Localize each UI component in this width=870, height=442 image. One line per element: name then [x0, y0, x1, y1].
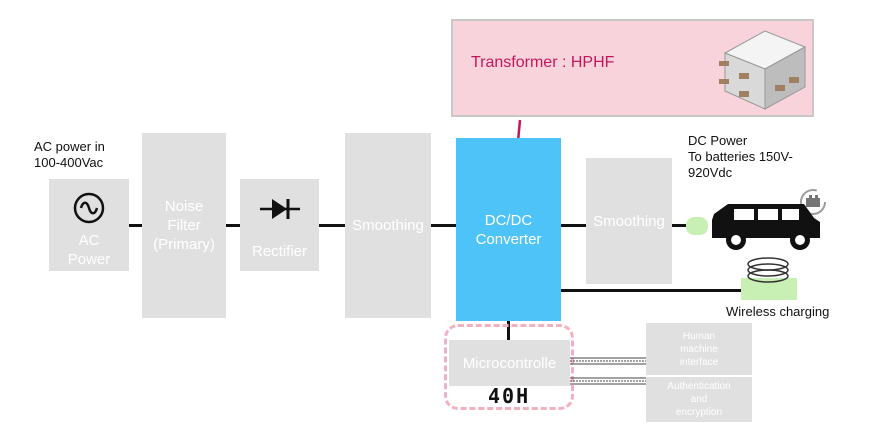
- auth-block: Authentication and encryption: [646, 377, 752, 422]
- wire-rectifier-to-smoothing: [319, 224, 345, 227]
- wire-converter-to-wireless: [561, 289, 741, 292]
- dc-output-label: DC Power To batteries 150V- 920Vdc: [688, 133, 793, 180]
- ac-source-icon: [73, 192, 105, 224]
- wire-converter-to-smoothing: [561, 224, 586, 227]
- battery-connector: [686, 217, 708, 235]
- diode-icon: [260, 199, 300, 219]
- transformer-panel: Transformer : HPHF: [451, 19, 814, 117]
- smoothing-secondary-block: Smoothing: [586, 158, 672, 284]
- smoothing-primary-block: Smoothing: [345, 133, 431, 318]
- data-bus-lines: [570, 357, 646, 385]
- transformer-label: Transformer : HPHF: [471, 54, 615, 71]
- ac-power-block: AC Power: [49, 179, 129, 271]
- wire-ac-to-filter: [129, 224, 142, 227]
- ac-input-label: AC power in 100-400Vac: [34, 139, 105, 170]
- microcontroller-code: 40H: [488, 384, 531, 408]
- noise-filter-block: Noise Filter (Primary): [142, 133, 226, 318]
- wire-smoothing-to-converter: [431, 224, 456, 227]
- wire-converter-to-mcu: [507, 320, 510, 340]
- wireless-charging-pad: [741, 278, 797, 300]
- hmi-block: Human machine interface: [646, 323, 752, 375]
- rectifier-block: Rectifier: [240, 179, 319, 271]
- microcontroller-block: Microcontrolle: [449, 340, 570, 386]
- battery-charging-icon: [800, 189, 826, 215]
- wire-smoothing-to-car: [672, 224, 690, 227]
- wire-filter-to-rectifier: [226, 224, 240, 227]
- microcontroller-outline: [444, 324, 574, 410]
- transformer-component-image: [719, 30, 807, 110]
- dcdc-converter-block: DC/DC Converter: [456, 138, 561, 321]
- wireless-coil-icon: [747, 257, 789, 283]
- wireless-charging-label: Wireless charging: [726, 304, 830, 319]
- electric-car-icon: [712, 204, 820, 250]
